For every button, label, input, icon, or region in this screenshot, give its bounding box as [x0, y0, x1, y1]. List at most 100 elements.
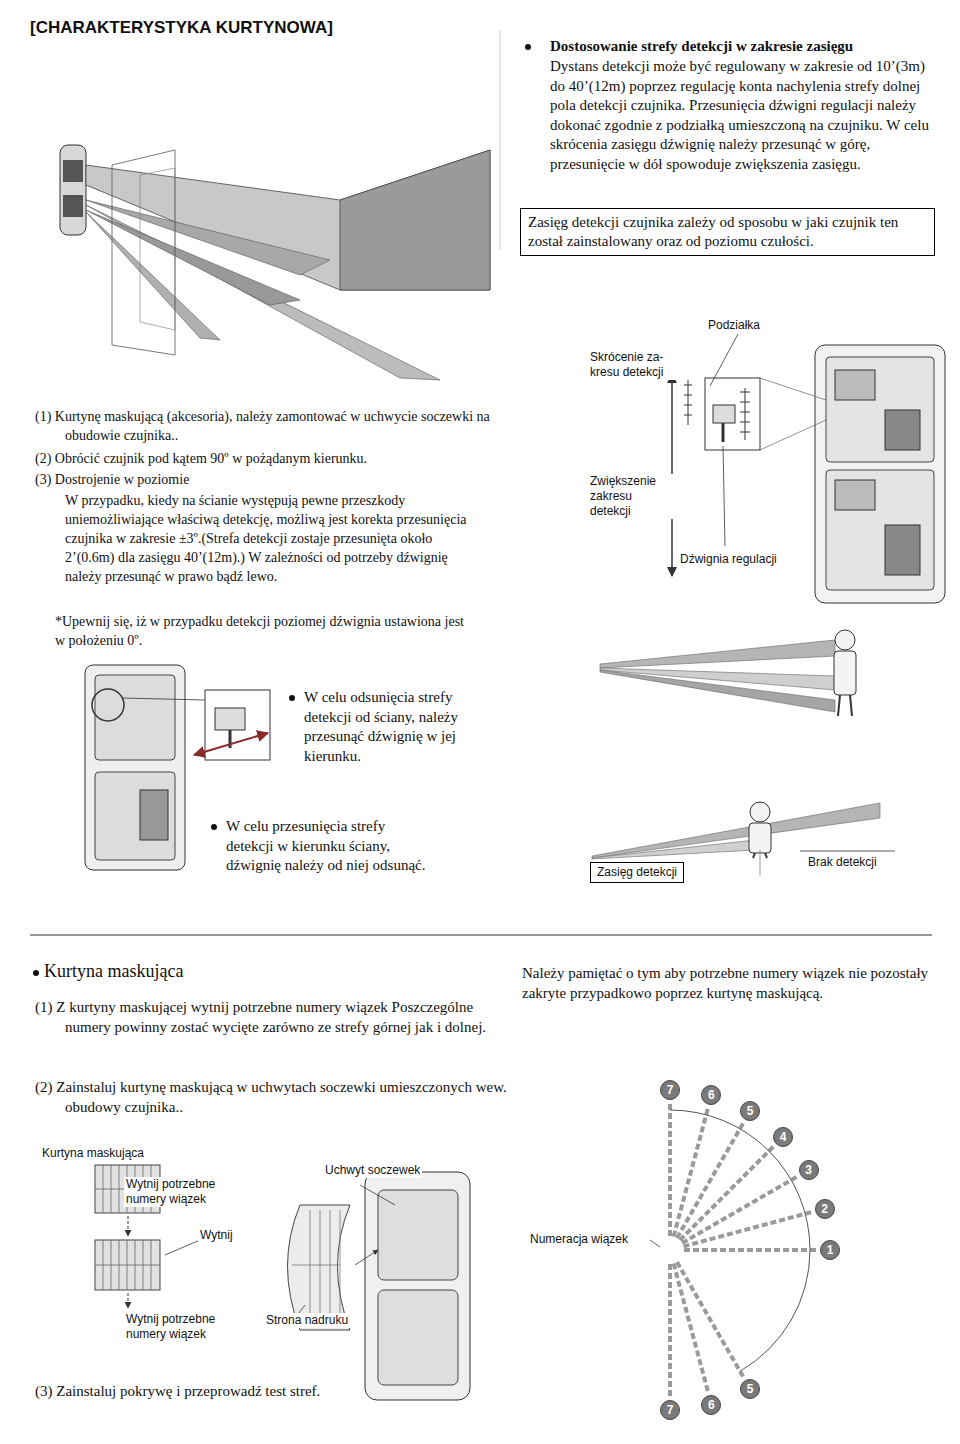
step-text: (1) Kurtynę maskującą (akcesoria), należ…: [35, 407, 505, 445]
detection-zone-figure: [750, 802, 770, 822]
beam-ray: [684, 1212, 812, 1246]
beam-number: 5: [740, 1101, 760, 1121]
masking-curtain-figure: [95, 1240, 160, 1290]
curtain-pattern-figure: [86, 150, 490, 290]
node-text: 7: [667, 1403, 674, 1417]
detection-zone-figure: [600, 640, 835, 668]
node-text: 6: [708, 1088, 715, 1102]
body-text: W przypadku, kiedy na ścianie występują …: [65, 491, 470, 586]
node-text: 2: [821, 1202, 828, 1216]
curtain-pattern-figure: [340, 150, 490, 290]
masking-curtain-figure: [95, 1240, 160, 1290]
figure-label: Dźwignia regulacji: [678, 552, 779, 567]
detection-zone-figure: [850, 695, 852, 716]
figure-label: Zwiększenie zakresu detekcji: [588, 474, 674, 519]
masking-curtain-figure: [340, 1210, 341, 1325]
figure-label: Brak detekcji: [806, 855, 879, 870]
beam-number: 1: [820, 1240, 840, 1260]
horizontal-adjust-figure: [122, 698, 205, 700]
figure-label: Wytnij potrzebne numery wiązek: [124, 1312, 232, 1342]
sensor-figure: [684, 385, 692, 386]
masking-curtain-figure: [128, 1216, 129, 1236]
note-text: Należy pamiętać o tym aby potrzebne nume…: [522, 964, 934, 1003]
sensor-figure: [885, 410, 920, 450]
sensor-figure: [684, 405, 692, 406]
page-title: [CHARAKTERYSTYKA KURTYNOWA]: [30, 18, 333, 38]
node-text: 4: [780, 1130, 787, 1144]
node-text: Zasięg detekcji czujnika zależy od sposo…: [528, 214, 898, 249]
range-box: Zasięg detekcji: [590, 862, 684, 883]
beam-ray: [677, 1124, 743, 1238]
curtain-pattern-figure: [63, 195, 83, 217]
figure-label: Wytnij: [198, 1228, 235, 1243]
step-text: (2) Obrócić czujnik pod kątem 90º w pożą…: [35, 449, 505, 468]
detection-zone-figure: [753, 853, 755, 858]
sensor-figure: [826, 357, 934, 462]
horizontal-adjust-figure: [140, 790, 168, 840]
beam-number: 6: [701, 1085, 721, 1105]
bullet-dot: [211, 824, 217, 830]
sensor-figure: [835, 480, 875, 510]
sensor-figure: [885, 525, 920, 575]
masking-curtain-figure: [355, 1250, 378, 1265]
masking-curtain-figure: [330, 1210, 331, 1325]
masking-curtain-figure: [292, 1265, 340, 1266]
sensor-figure: [826, 470, 934, 590]
beam-number: 5: [740, 1379, 760, 1399]
detection-zone-figure: [592, 630, 895, 876]
detection-zone-figure: [835, 630, 855, 650]
separator-line: [30, 935, 932, 936]
node-text: 5: [747, 1382, 754, 1396]
node-text: 1: [827, 1243, 834, 1257]
step-text: (3) Dostrojenie w poziomie: [35, 470, 505, 489]
sensor-figure: [722, 423, 725, 442]
bullet-dot: [33, 44, 531, 976]
sensor-figure: [723, 446, 725, 546]
bullet-text: W celu odsunięcia strefy detekcji od ści…: [304, 688, 499, 766]
node-text: Zasięg detekcji: [597, 865, 677, 879]
detection-zone-figure: [800, 851, 895, 852]
curtain-pattern-figure: [140, 168, 175, 330]
masking-curtain-figure: [288, 1205, 351, 1330]
step-text: (3) Zainstaluj pokrywę i przeprowadź tes…: [35, 1382, 365, 1402]
note-text: *Upewnij się, iż w przypadku detekcji po…: [55, 612, 465, 650]
figure-label: Uchwyt soczewek: [323, 1163, 422, 1178]
masking-curtain-figure: [95, 1265, 160, 1266]
beam-ray: [668, 1104, 672, 1236]
step-text: (2) Zainstaluj kurtynę maskującą w uchwy…: [35, 1078, 515, 1117]
section-heading: Dostosowanie strefy detekcji w zakresie …: [550, 37, 935, 57]
sensor-figure: [740, 402, 750, 403]
sensor-figure: [713, 405, 735, 423]
sensor-figure: [740, 422, 750, 423]
sensor-figure: [760, 420, 826, 450]
sensor-figure: [710, 334, 738, 386]
curtain-pattern-figure: [60, 145, 86, 235]
masking-curtain-figure: [292, 1210, 340, 1325]
column-rule: [500, 30, 501, 250]
node-text: 6: [708, 1398, 715, 1412]
horizontal-adjust-figure: [85, 665, 185, 870]
horizontal-adjust-figure: [215, 708, 245, 730]
sensor-figure: [740, 412, 750, 413]
sensor-figure: [740, 432, 750, 433]
node-text: 5: [747, 1104, 754, 1118]
curtain-pattern-figure: [63, 160, 83, 182]
figure-label: Strona nadruku: [264, 1313, 350, 1328]
curtain-pattern-figure: [86, 212, 220, 340]
sensor-figure: [684, 395, 692, 396]
detection-arc: [670, 1110, 810, 1371]
masking-curtain-figure: [95, 1165, 470, 1400]
bullet-dot: [289, 695, 295, 701]
horizontal-adjust-figure: [95, 772, 175, 860]
section-heading: Kurtyna maskująca: [44, 961, 183, 982]
curtain-pattern-figure: [112, 150, 175, 355]
sensor-figure: [684, 415, 692, 416]
sensor-figure: [672, 334, 945, 603]
detection-zone-figure: [838, 695, 840, 716]
horizontal-adjust-figure: [92, 689, 124, 721]
horizontal-adjust-figure: [95, 675, 175, 760]
curtain-pattern-figure: [86, 210, 300, 305]
detection-zone-figure: [834, 651, 856, 695]
masking-curtain-figure: [365, 1172, 470, 1400]
detection-zone-figure: [749, 823, 771, 853]
